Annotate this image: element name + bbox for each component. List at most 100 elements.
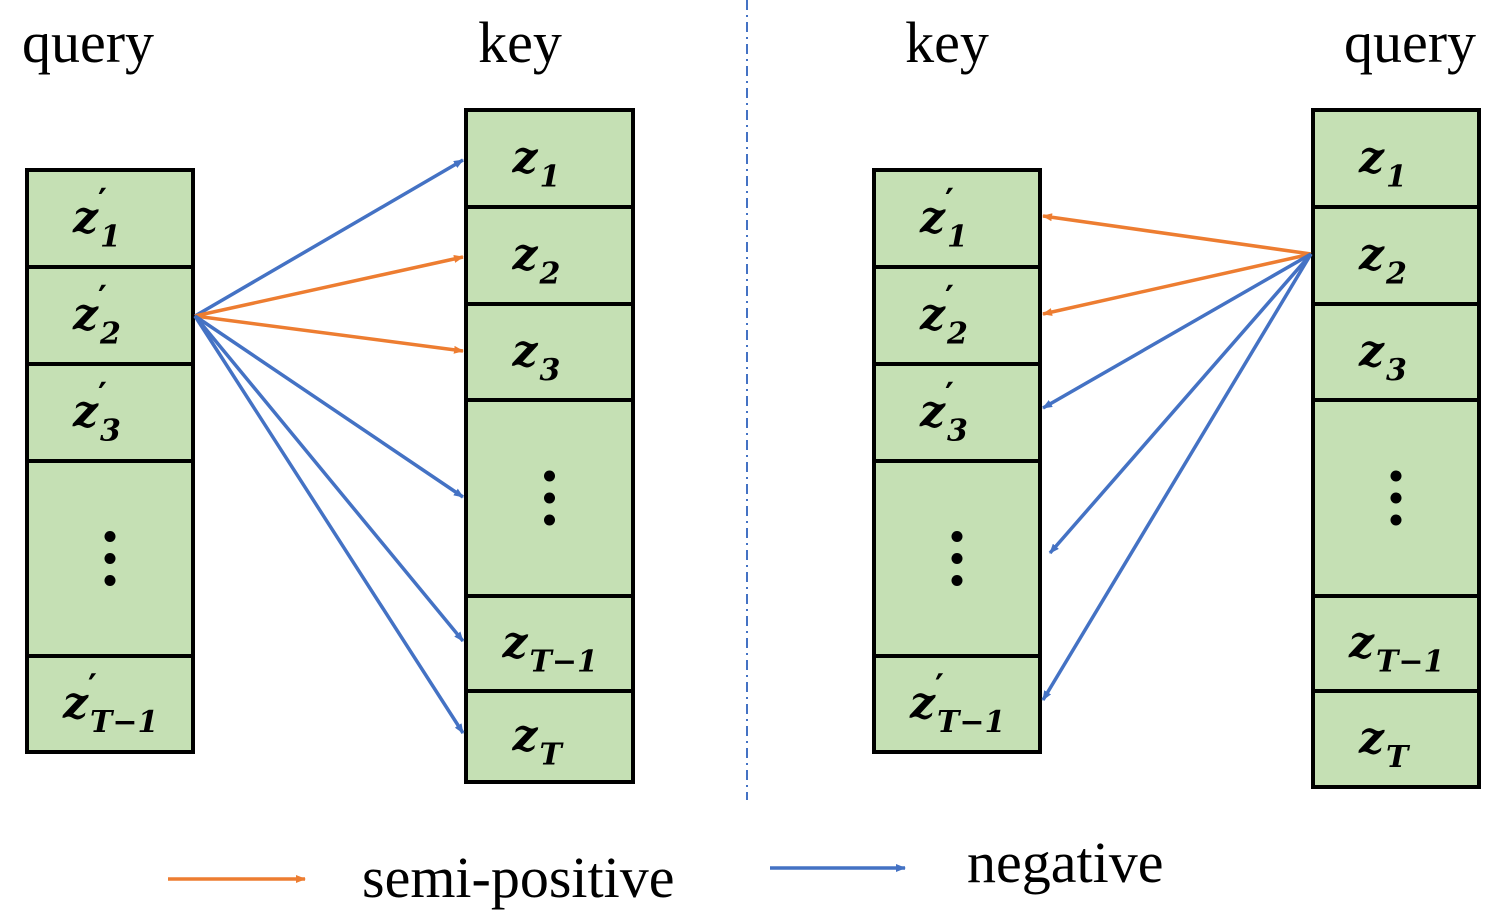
legend-negative-label: negative [967, 830, 1163, 895]
prime-mark: ′ [88, 667, 97, 707]
negative-arrow [194, 158, 464, 318]
left-arrows [193, 158, 465, 734]
right-query-title: query [1344, 10, 1476, 75]
subscript-label: T−1 [90, 705, 158, 740]
variable-label: z [1358, 713, 1385, 764]
subscript-label: T−1 [937, 705, 1005, 740]
variable-label: z [512, 326, 539, 377]
variable-label: z [909, 678, 936, 729]
variable-label: z [919, 290, 946, 341]
subscript-label: 2 [99, 317, 121, 352]
subscript-label: T−1 [1376, 645, 1444, 680]
semi-positive-arrow [1042, 213, 1312, 256]
variable-label: z [512, 711, 539, 762]
subscript-label: T [540, 738, 565, 773]
subscript-label: T−1 [530, 645, 598, 680]
legend-semi-positive-label: semi-positive [362, 845, 675, 910]
subscript-label: 3 [540, 353, 561, 388]
variable-label: z [72, 193, 99, 244]
negative-arrow [193, 315, 465, 734]
negative-arrow [1041, 253, 1313, 701]
negative-arrow [193, 314, 465, 643]
prime-mark: ′ [945, 376, 954, 416]
variable-label: z [72, 290, 99, 341]
prime-mark: ′ [945, 182, 954, 222]
ellipsis-dot [951, 575, 963, 586]
subscript-label: T [1386, 740, 1411, 775]
embedding-cell: z′1 [872, 168, 1042, 269]
variable-label: z [919, 387, 946, 438]
ellipsis-dot [951, 553, 963, 564]
embedding-cell: z′T−1 [872, 654, 1042, 754]
subscript-label: 1 [100, 220, 121, 255]
negative-arrow [194, 314, 464, 499]
right-key-title: key [905, 10, 989, 75]
negative-arrow [1048, 252, 1313, 555]
embedding-cell: z′3 [872, 362, 1042, 463]
embedding-cell: z′2 [25, 265, 195, 366]
variable-label: z [1358, 326, 1385, 377]
negative-arrow [1042, 252, 1312, 410]
ellipsis-dot [544, 492, 555, 504]
embedding-cell: z′1 [25, 168, 195, 269]
ellipsis-dot [1390, 514, 1402, 526]
prime-mark: ′ [945, 279, 954, 319]
ellipsis-cell [872, 459, 1042, 658]
prime-mark: ′ [98, 279, 107, 319]
subscript-label: 2 [1385, 257, 1407, 292]
prime-mark: ′ [98, 376, 107, 416]
variable-label: z [919, 193, 946, 244]
subscript-label: 3 [100, 414, 121, 449]
variable-label: z [62, 678, 89, 729]
subscript-label: 3 [947, 414, 968, 449]
subscript-label: 1 [540, 160, 561, 195]
variable-label: z [72, 387, 99, 438]
ellipsis-dot [104, 531, 116, 542]
prime-mark: ′ [935, 667, 944, 707]
ellipsis-dot [951, 531, 963, 542]
variable-label: z [502, 618, 529, 669]
variable-label: z [512, 230, 539, 281]
embedding-cell: z′T−1 [25, 654, 195, 754]
semi-positive-arrow [194, 314, 464, 354]
variable-label: z [1358, 133, 1385, 184]
ellipsis-dot [1390, 470, 1402, 482]
variable-label: z [512, 133, 539, 184]
subscript-label: 3 [1386, 353, 1407, 388]
ellipsis-cell [25, 459, 195, 658]
ellipsis-cell [464, 398, 635, 598]
ellipsis-dot [544, 514, 555, 526]
subscript-label: 1 [1386, 160, 1407, 195]
embedding-cell: z′3 [25, 362, 195, 463]
left-key-title: key [478, 10, 562, 75]
ellipsis-dot [104, 553, 116, 564]
semi-positive-arrow [194, 255, 464, 318]
right-arrows [1041, 213, 1313, 701]
variable-label: z [1358, 230, 1385, 281]
semi-positive-arrow [1042, 252, 1312, 316]
ellipsis-dot [104, 575, 116, 586]
variable-label: z [1348, 618, 1375, 669]
subscript-label: 2 [539, 257, 561, 292]
prime-mark: ′ [98, 182, 107, 222]
left-query-column: z′1z′2z′3z′T−1 [25, 168, 195, 754]
right-key-column: z′1z′2z′3z′T−1 [872, 168, 1042, 754]
subscript-label: 1 [947, 220, 968, 255]
ellipsis-cell [1311, 398, 1481, 598]
left-query-title: query [22, 10, 154, 75]
ellipsis-dot [1390, 492, 1402, 504]
embedding-cell: z′2 [872, 265, 1042, 366]
